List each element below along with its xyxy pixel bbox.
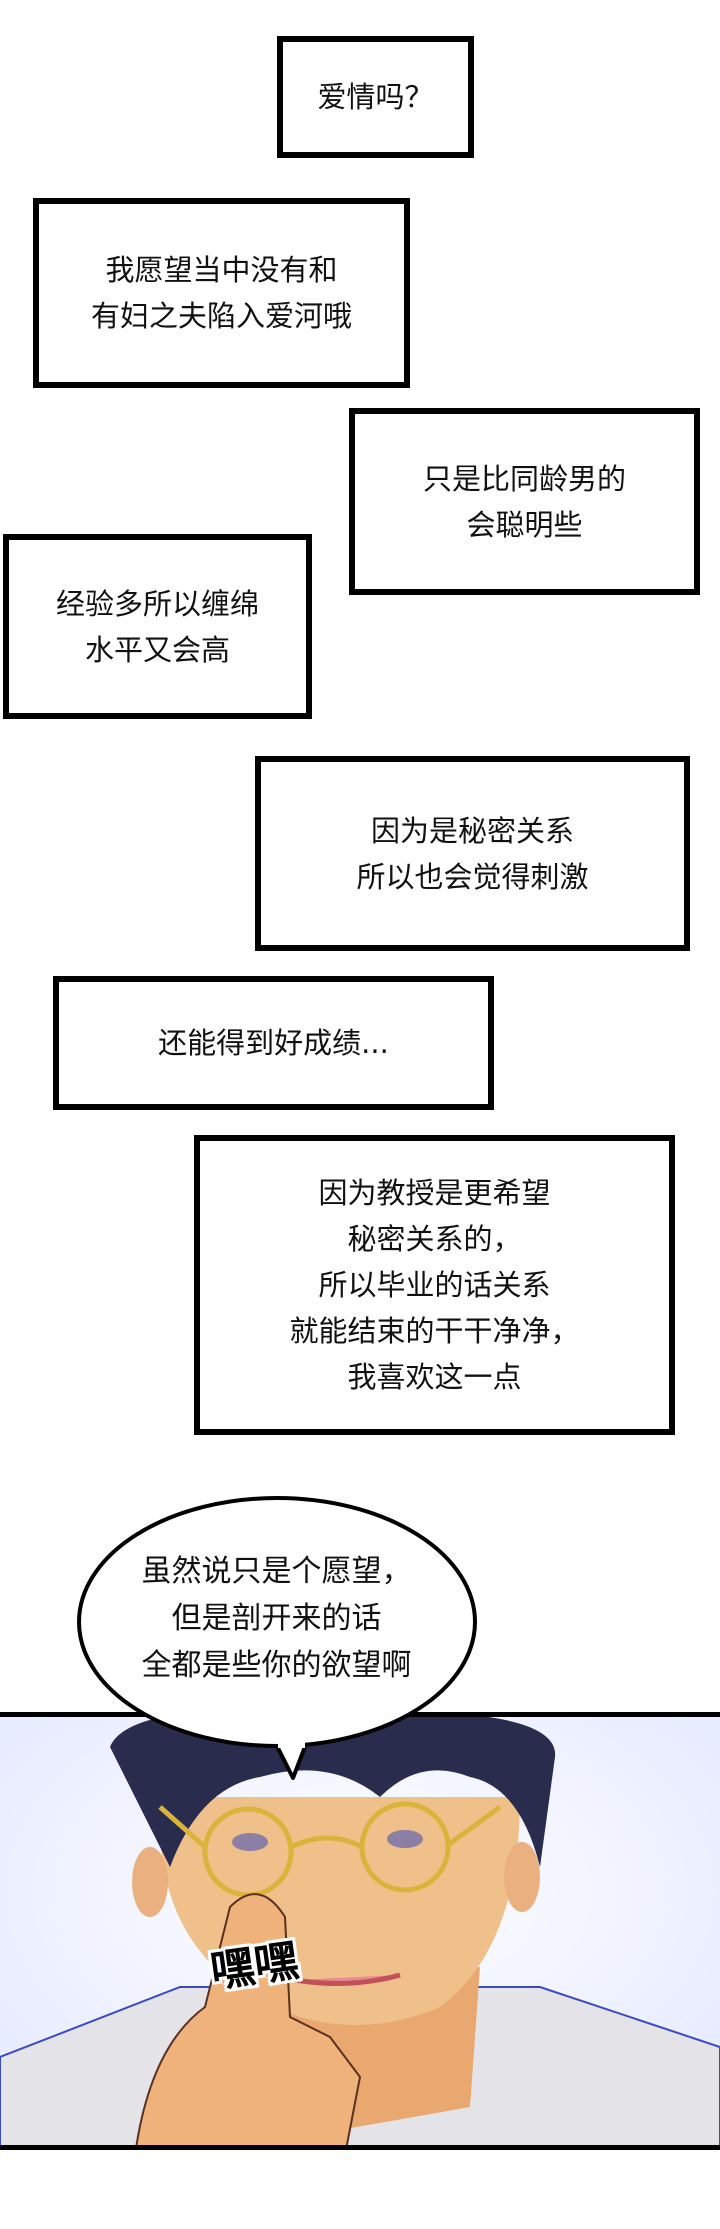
caption-box-3: 只是比同龄男的 会聪明些: [349, 408, 700, 595]
character-illustration: [0, 1717, 720, 2145]
caption-line: 水平又会高: [84, 632, 230, 667]
caption-line: 经验多所以缠绵: [55, 586, 259, 621]
eye-left: [232, 1833, 268, 1851]
caption-line: 我喜欢这一点: [347, 1360, 522, 1394]
mouth: [294, 1972, 401, 1987]
caption-box-1: 爱情吗？: [277, 36, 474, 158]
caption-line: 所以毕业的话关系: [318, 1268, 551, 1302]
caption-box-2: 我愿望当中没有和 有妇之夫陷入爱河哦: [33, 198, 410, 388]
caption-line: 因为是秘密关系: [370, 813, 574, 848]
caption-line: 还能得到好成绩...: [158, 1026, 389, 1060]
eye-right: [387, 1830, 423, 1848]
bubble-line: 全都是些你的欲望啊: [141, 1648, 412, 1683]
caption-line: 只是比同龄男的: [422, 461, 626, 496]
bubble-line: 虽然说只是个愿望，: [141, 1554, 412, 1589]
sound-effect: 嘿嘿: [207, 1935, 302, 1998]
caption-box-5: 因为是秘密关系 所以也会觉得刺激: [255, 756, 690, 951]
caption-box-7: 因为教授是更希望 秘密关系的， 所以毕业的话关系 就能结束的干干净净， 我喜欢这…: [194, 1135, 675, 1435]
bubble-line: 但是剖开来的话: [171, 1601, 382, 1636]
speech-bubble-text: 虽然说只是个愿望， 但是剖开来的话 全都是些你的欲望啊: [78, 1548, 475, 1689]
comic-panel: [0, 1712, 720, 2150]
caption-line: 有妇之夫陷入爱河哦: [90, 299, 352, 333]
caption-line: 就能结束的干干净净，: [289, 1314, 580, 1348]
ear-left: [132, 1847, 168, 1917]
hair: [110, 1717, 556, 1867]
caption-line: 爱情吗？: [317, 80, 434, 114]
ear-right: [504, 1842, 540, 1912]
caption-line: 会聪明些: [466, 507, 583, 542]
caption-box-6: 还能得到好成绩...: [53, 976, 494, 1110]
caption-line: 因为教授是更希望: [318, 1176, 551, 1210]
caption-box-4: 经验多所以缠绵 水平又会高: [3, 534, 312, 719]
caption-line: 秘密关系的，: [347, 1222, 522, 1256]
hand: [135, 1893, 362, 2145]
caption-line: 我愿望当中没有和: [105, 253, 338, 287]
caption-line: 所以也会觉得刺激: [356, 859, 589, 894]
